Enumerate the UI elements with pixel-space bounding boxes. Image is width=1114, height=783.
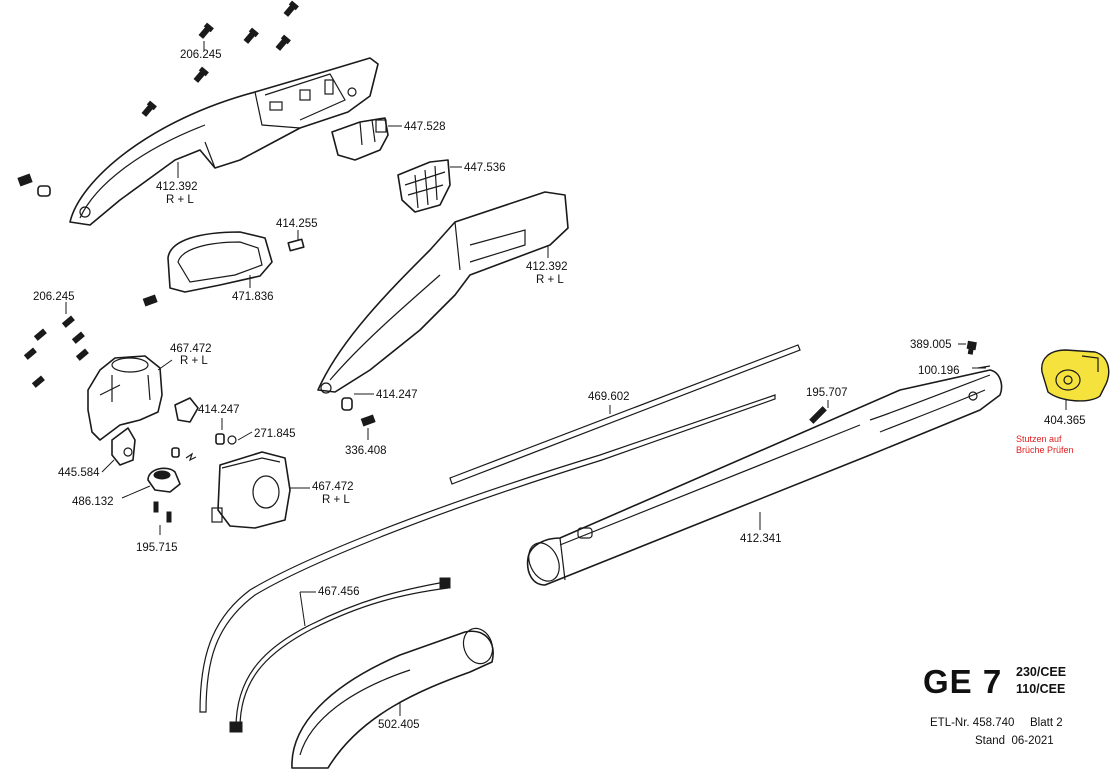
label-271845: 271.845 (254, 428, 296, 440)
model-title: GE 7 (923, 663, 1003, 700)
sheet-number: Blatt 2 (1030, 717, 1063, 729)
revision-date: Stand 06-2021 (975, 735, 1054, 747)
band-471836 (167, 231, 273, 293)
label-412341: 412.341 (740, 533, 782, 545)
label-471836: 471.836 (232, 291, 274, 303)
label-404365: 404.365 (1044, 415, 1086, 427)
label-414255: 414.255 (276, 218, 318, 230)
housing-half-lower (317, 191, 569, 394)
label-206245-top: 206.245 (180, 49, 222, 61)
label-502405: 502.405 (378, 719, 420, 731)
label-447528: 447.528 (404, 121, 446, 133)
switch-445584 (111, 427, 136, 466)
housing-half-upper (69, 57, 379, 226)
label-467472-upper: 467.472 (170, 343, 212, 355)
label-195707: 195.707 (806, 387, 848, 399)
clip-447536 (397, 159, 451, 213)
tube-412341 (526, 369, 1003, 586)
label-447536: 447.536 (464, 162, 506, 174)
label-336408: 336.408 (345, 445, 387, 457)
variant-110: 110/CEE (1016, 682, 1066, 696)
label-412392-lower-sub: R + L (536, 274, 564, 286)
elbow-502405 (291, 627, 494, 769)
label-414247-a: 414.247 (198, 404, 240, 416)
label-206245-left: 206.245 (33, 291, 75, 303)
note-line-1: Stutzen auf (1016, 434, 1062, 444)
motor-housing-lower (211, 451, 291, 529)
label-414247-b: 414.247 (376, 389, 418, 401)
label-445584: 445.584 (58, 467, 100, 479)
cap-486132 (147, 467, 181, 493)
variant-230: 230/CEE (1016, 665, 1067, 679)
label-467472-lower-sub: R + L (322, 494, 350, 506)
label-412392-upper: 412.392 (156, 181, 198, 193)
label-195715: 195.715 (136, 542, 178, 554)
shaft-469602 (199, 344, 801, 713)
note-line-2: Brüche Prüfen (1016, 445, 1074, 455)
label-389005: 389.005 (910, 339, 952, 351)
label-469602: 469.602 (588, 391, 630, 403)
label-467456: 467.456 (318, 586, 360, 598)
etl-number: ETL-Nr. 458.740 (930, 717, 1015, 729)
fitting-404365 (1041, 349, 1110, 402)
clip-447528 (331, 117, 389, 161)
label-467472-upper-sub: R + L (180, 355, 208, 367)
cable-467456 (229, 577, 451, 733)
screws-206245-left (23, 315, 89, 388)
label-412392-upper-sub: R + L (166, 194, 194, 206)
label-100196: 100.196 (918, 365, 960, 377)
label-467472-lower: 467.472 (312, 481, 354, 493)
screws-206245-top (141, 0, 299, 117)
motor-housing-upper (87, 355, 199, 441)
label-412392-lower: 412.392 (526, 261, 568, 273)
label-486132: 486.132 (72, 496, 114, 508)
